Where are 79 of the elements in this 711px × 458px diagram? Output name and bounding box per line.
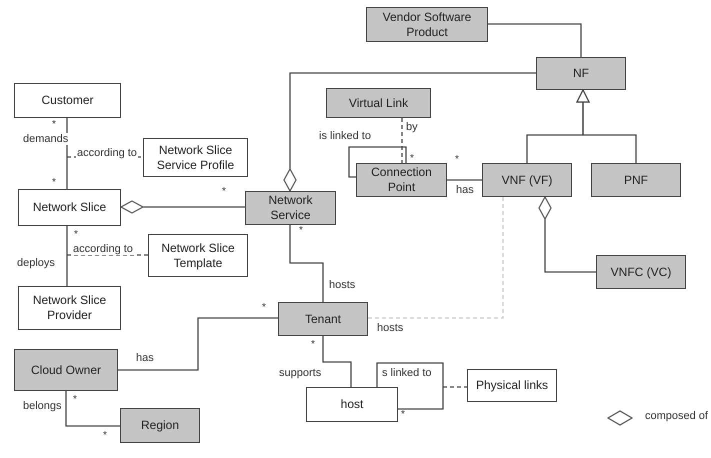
multiplicity-label: * xyxy=(262,303,266,313)
multiplicity-label: * xyxy=(401,410,405,420)
node-label: Physical links xyxy=(476,378,548,393)
node-label: VNFC (VC) xyxy=(610,264,672,280)
concept-box xyxy=(14,83,121,118)
edge-label: hosts xyxy=(376,322,404,334)
legend-label: composed of xyxy=(645,410,708,422)
entity-box xyxy=(596,255,686,289)
entity-box xyxy=(278,302,368,336)
multiplicity-label: * xyxy=(103,431,107,441)
entity-box xyxy=(245,191,336,225)
connector-line xyxy=(348,146,407,178)
connector-line xyxy=(576,89,637,163)
connector-line xyxy=(118,317,278,371)
multiplicity-label: * xyxy=(299,226,303,236)
dashed-connector xyxy=(67,254,148,256)
entity-box xyxy=(326,88,431,118)
edge-label: belongs xyxy=(22,400,63,412)
edge-label: deploys xyxy=(16,257,56,270)
node-label: Cloud Owner xyxy=(30,362,102,378)
node-label: Network Slice xyxy=(32,200,106,215)
connector-line xyxy=(120,200,245,214)
edge-label: by xyxy=(405,121,419,134)
concept-box xyxy=(306,387,398,422)
multiplicity-label: * xyxy=(52,120,56,130)
node-label: Network Slice Service Profile xyxy=(156,142,236,172)
node-label: VNF (VF) xyxy=(502,172,552,188)
edge-label: according to xyxy=(76,147,138,160)
entity-box xyxy=(366,7,488,42)
concept-box xyxy=(18,286,121,330)
multiplicity-label: * xyxy=(73,395,77,405)
multiplicity-label: * xyxy=(455,155,459,165)
edge-label: has xyxy=(455,184,475,196)
node-label: Region xyxy=(140,418,180,433)
edge-label: supports xyxy=(278,367,322,380)
connector-line xyxy=(65,391,120,427)
connector-line xyxy=(283,72,536,192)
dashed-connector xyxy=(443,386,467,388)
concept-box xyxy=(143,138,248,177)
node-label: Customer xyxy=(41,93,94,108)
node-label: host xyxy=(340,397,364,412)
entity-box xyxy=(14,349,118,391)
node-label: Vendor Software Product xyxy=(382,10,472,40)
node-label: Connection Point xyxy=(370,165,433,195)
multiplicity-label: * xyxy=(74,230,78,240)
edge-label: hosts xyxy=(328,279,356,292)
edge-label: has xyxy=(135,352,155,364)
connector-line xyxy=(538,196,596,273)
multiplicity-label: * xyxy=(311,340,315,350)
connector-line xyxy=(289,225,324,302)
concept-box xyxy=(18,189,121,226)
concept-box xyxy=(148,234,248,277)
connector-line xyxy=(66,226,68,286)
entity-box xyxy=(356,163,447,197)
multiplicity-label: * xyxy=(222,187,226,197)
connector-line xyxy=(376,362,444,410)
connector-line xyxy=(322,336,352,387)
node-label: Tenant xyxy=(304,312,342,326)
edge-label: s linked to xyxy=(381,367,433,380)
connector-line xyxy=(488,23,582,57)
node-label: Virtual Link xyxy=(348,96,408,110)
edge-label: according to xyxy=(72,243,134,256)
node-label: Network Slice Template xyxy=(160,240,236,270)
node-label: Network Slice Provider xyxy=(32,293,108,323)
multiplicity-label: * xyxy=(410,154,414,164)
entity-box xyxy=(536,57,626,90)
node-label: PNF xyxy=(624,172,648,188)
edge-label: is linked to xyxy=(318,130,372,142)
edge-label: demands xyxy=(22,133,70,146)
node-label: Network Service xyxy=(267,193,314,223)
entity-box xyxy=(591,163,681,197)
concept-box xyxy=(467,369,557,402)
node-label: NF xyxy=(573,66,589,81)
entity-box xyxy=(482,163,572,197)
dashed-connector xyxy=(368,197,504,319)
entity-box xyxy=(120,408,200,443)
multiplicity-label: * xyxy=(52,178,56,188)
dashed-connector xyxy=(401,118,403,163)
connector-line xyxy=(447,179,482,181)
